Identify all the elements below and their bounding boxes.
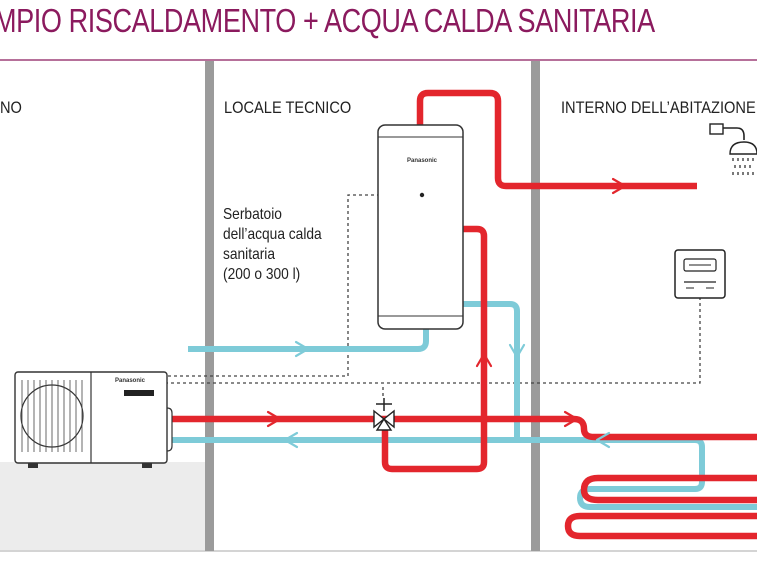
tank-label-line-2: dell’acqua calda: [223, 226, 322, 243]
arrow-cold-in: [294, 340, 310, 358]
thermostat-icon[interactable]: [674, 249, 726, 299]
tank-sensor-dot: [419, 192, 425, 198]
wall-right: [531, 61, 540, 551]
shower-icon: [709, 123, 757, 175]
arrow-cold-return: [283, 431, 299, 449]
dhw-tank-icon: Panasonic: [377, 124, 464, 330]
arrow-hot-supply: [266, 410, 282, 428]
zone-label-outdoor: NO: [0, 98, 22, 117]
arrow-hot-up: [475, 352, 493, 368]
arrow-hot-dhw: [611, 177, 627, 195]
zone-label-technical-room: LOCALE TECNICO: [224, 98, 352, 117]
tank-label-line-1: Serbatoio: [223, 206, 282, 223]
unit-foot-right: [142, 463, 152, 468]
wall-left: [205, 61, 214, 551]
tank-label: Serbatoio dell’acqua calda sanitaria (20…: [223, 205, 322, 285]
tank-label-line-3: sanitaria: [223, 246, 276, 263]
arrow-cold-return-2: [595, 431, 611, 449]
tank-brand: Panasonic: [407, 158, 438, 164]
cold-pipes: [172, 301, 757, 510]
arrow-cold-down: [508, 343, 526, 359]
unit-brand: Panasonic: [115, 378, 146, 384]
zone-label-home-interior: INTERNO DELL’ABITAZIONE: [561, 98, 756, 117]
unit-foot-left: [28, 463, 38, 468]
three-way-valve-icon[interactable]: [373, 398, 395, 431]
page-title: MPIO RISCALDAMENTO + ACQUA CALDA SANITAR…: [0, 2, 655, 39]
hot-pipes: [172, 89, 757, 540]
heat-pump-outdoor-unit-icon: Panasonic: [14, 371, 173, 468]
flow-arrows: [266, 177, 627, 449]
tank-label-line-4: (200 o 300 l): [223, 266, 301, 283]
outdoor-ground: [0, 462, 205, 550]
arrow-hot-supply-2: [563, 410, 579, 428]
unit-display: [124, 390, 154, 396]
